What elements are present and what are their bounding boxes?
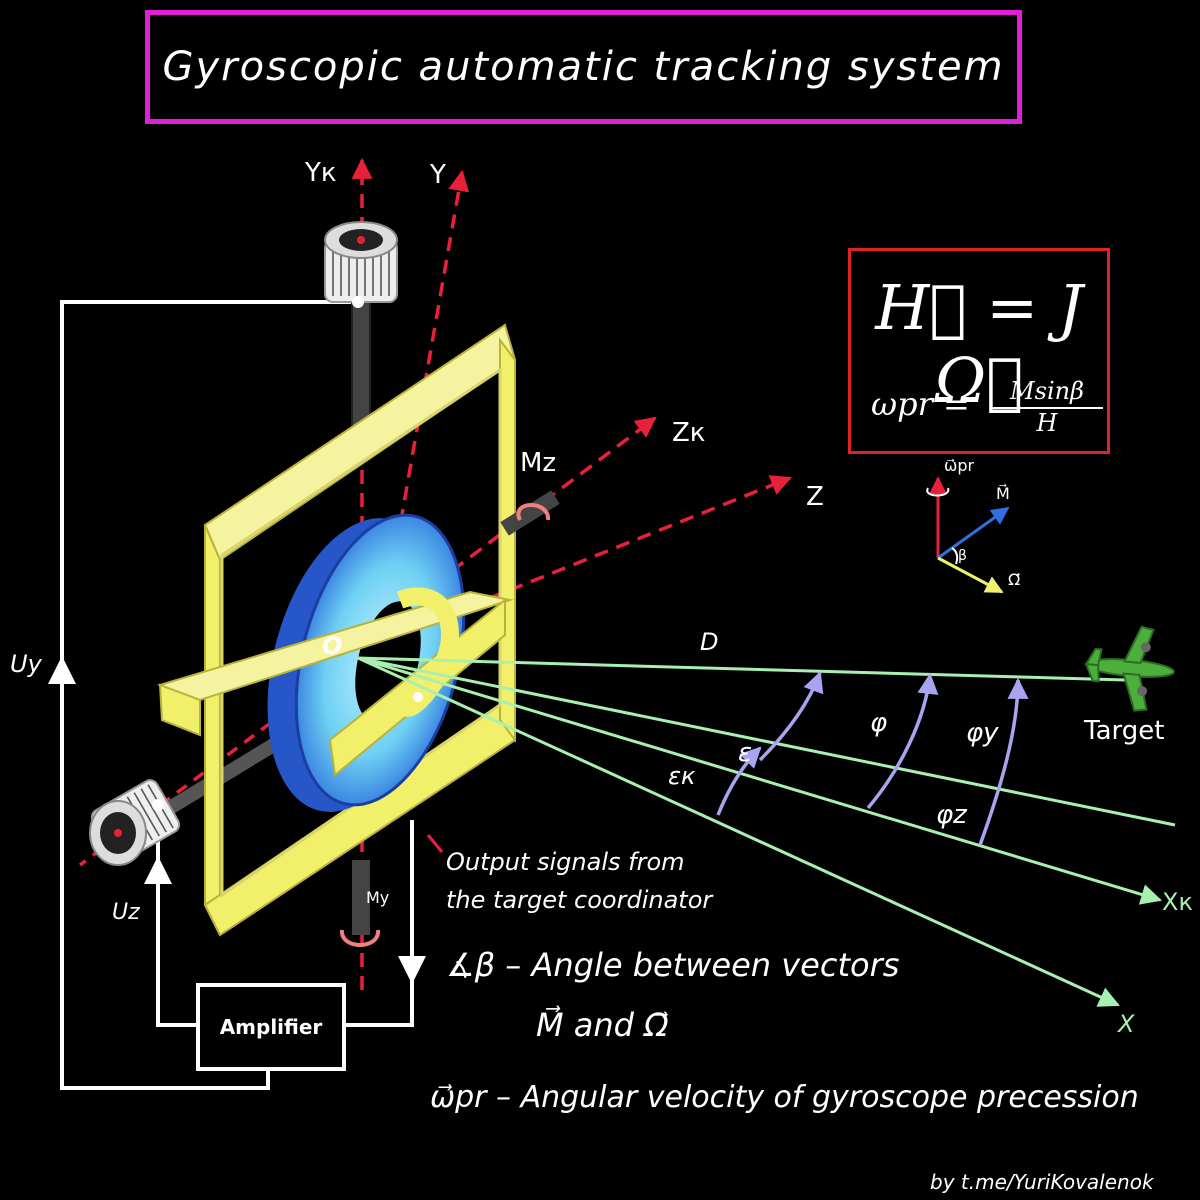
output-note-line1: Output signals from <box>446 848 685 876</box>
side-torque-motor <box>89 729 294 866</box>
target-label: Target <box>1084 716 1165 746</box>
y-axis-label: Y <box>430 160 446 190</box>
z-shaft <box>500 490 560 536</box>
eps-k-label: εк <box>668 762 696 790</box>
z-axis-label: Z <box>806 482 824 512</box>
diagram-title: Gyroscopic automatic tracking system <box>162 44 1005 90</box>
eps-label: ε <box>738 738 753 768</box>
precession-curved-arrow-icon <box>926 487 950 497</box>
credit: by t.me/YuriKovalenok <box>930 1170 1154 1194</box>
mz-curved-arrow-icon <box>516 503 550 521</box>
m-vector-label: M⃗ <box>996 484 1010 503</box>
my-label: My <box>366 888 390 907</box>
omega-pr-label: ω⃗pr <box>944 456 975 475</box>
precession-formula-lhs: ωpr = <box>871 385 970 423</box>
inner-gimbal-frame <box>156 587 514 777</box>
output-signal-marker <box>426 834 444 853</box>
my-curved-arrow-icon <box>340 929 380 947</box>
phi-z-label: φz <box>936 800 967 830</box>
line-of-sight-d <box>357 656 1126 682</box>
eps-k-arc <box>716 746 762 816</box>
y-axis-dash <box>343 169 470 841</box>
phi-label: φ <box>870 708 888 738</box>
beta-arc <box>951 547 959 565</box>
xk-axis <box>357 656 1163 905</box>
vector-legend <box>926 476 1010 594</box>
amplifier-label: Amplifier <box>219 1015 323 1039</box>
precession-fraction: Msinβ H <box>991 377 1103 437</box>
phi-arc <box>866 672 939 810</box>
uz-label: Uz <box>112 900 140 925</box>
precession-numerator: Msinβ <box>991 377 1103 409</box>
amplifier-box: Amplifier <box>196 983 346 1071</box>
momentum-formula: H⃗ = J Ω⃗ <box>875 271 1083 417</box>
uy-wire <box>60 300 355 1090</box>
x-axis <box>357 656 1120 1007</box>
uy-label: Uy <box>10 650 42 678</box>
feedback-wiring <box>48 300 426 1090</box>
big-omega-label: Ω⃗ <box>1008 570 1021 589</box>
moment-arrows <box>340 503 550 947</box>
ray-phi-y <box>357 656 1176 827</box>
m-vector <box>937 506 1010 560</box>
distance-label: D <box>700 628 719 656</box>
y-shaft-bottom <box>352 860 370 935</box>
beta-note-line2: M⃗ and Ω⃗ <box>536 1006 669 1044</box>
output-wire <box>346 820 414 1027</box>
uz-wire <box>156 840 196 1027</box>
mz-label: Mz <box>520 448 557 478</box>
sight-lines <box>357 656 1176 1007</box>
top-torque-motor <box>324 221 398 431</box>
formula-box: H⃗ = J Ω⃗ ωpr = Msinβ H <box>848 248 1110 454</box>
big-omega-vector <box>937 556 1004 594</box>
precession-denominator: H <box>1036 409 1058 437</box>
omega-note: ω⃗pr – Angular velocity of gyroscope pre… <box>430 1080 1139 1115</box>
eps-arc <box>758 671 824 762</box>
zk-axis-label: Zк <box>672 418 706 448</box>
title-box: Gyroscopic automatic tracking system <box>145 10 1022 124</box>
angle-arcs <box>716 671 1029 846</box>
beta-note-line1: ∡β – Angle between vectors <box>446 946 900 984</box>
airplane-icon <box>1084 625 1175 712</box>
phi-y-label: φy <box>966 718 999 748</box>
output-note-line2: the target coordinator <box>446 886 713 914</box>
x-axis-label: X <box>1118 1010 1135 1038</box>
outer-gimbal-frame <box>203 323 517 937</box>
beta-label: β <box>958 548 967 564</box>
xk-axis-label: Xк <box>1162 888 1193 916</box>
origin-label: O <box>322 632 343 660</box>
yk-axis-label: Yк <box>305 158 337 188</box>
phi-y-arc <box>978 677 1029 846</box>
